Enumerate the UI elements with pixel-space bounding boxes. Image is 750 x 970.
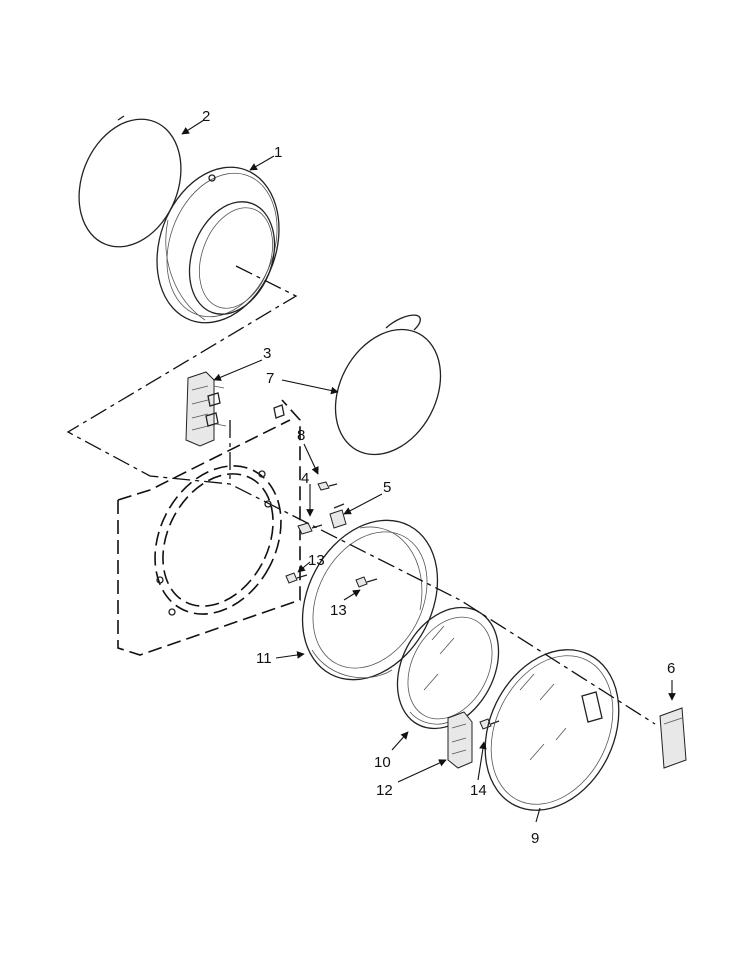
leader-lines — [181, 119, 676, 823]
part-2-window-seal — [78, 115, 182, 248]
part-4-screw — [297, 522, 323, 535]
callout-11: 11 — [256, 650, 272, 667]
part-13-screw-b — [355, 576, 378, 588]
part-8-screw — [317, 481, 338, 491]
callout-7: 7 — [266, 370, 274, 387]
callout-6: 6 — [667, 660, 675, 677]
part-7-door-gasket — [334, 314, 442, 456]
part-12-hinge — [447, 711, 473, 769]
callout-4: 4 — [301, 470, 309, 487]
part-1-door-ring — [156, 166, 280, 324]
callout-10: 10 — [374, 754, 391, 771]
callout-8: 8 — [297, 427, 305, 444]
callout-9: 9 — [531, 830, 539, 847]
callout-2: 2 — [202, 108, 210, 125]
callout-5: 5 — [383, 479, 391, 496]
assembly-axis-line — [66, 265, 656, 725]
callout-labels: 2 1 3 7 8 4 5 13 13 11 6 10 12 14 9 — [202, 108, 675, 847]
part-3-hinge-bracket — [185, 371, 227, 447]
callout-12: 12 — [376, 782, 393, 799]
callout-1: 1 — [274, 144, 282, 161]
part-6-door-handle — [659, 707, 687, 769]
callout-3: 3 — [263, 345, 271, 362]
callout-13-a: 13 — [308, 552, 325, 569]
callout-13-b: 13 — [330, 602, 347, 619]
callout-14: 14 — [470, 782, 487, 799]
part-5-strike — [329, 503, 347, 529]
part-9-outer-door — [484, 649, 620, 811]
part-8-clip — [273, 404, 285, 419]
cabinet-front-phantom — [117, 399, 301, 656]
part-13-screw-a — [285, 572, 308, 584]
part-11-inner-door-frame — [301, 519, 439, 681]
